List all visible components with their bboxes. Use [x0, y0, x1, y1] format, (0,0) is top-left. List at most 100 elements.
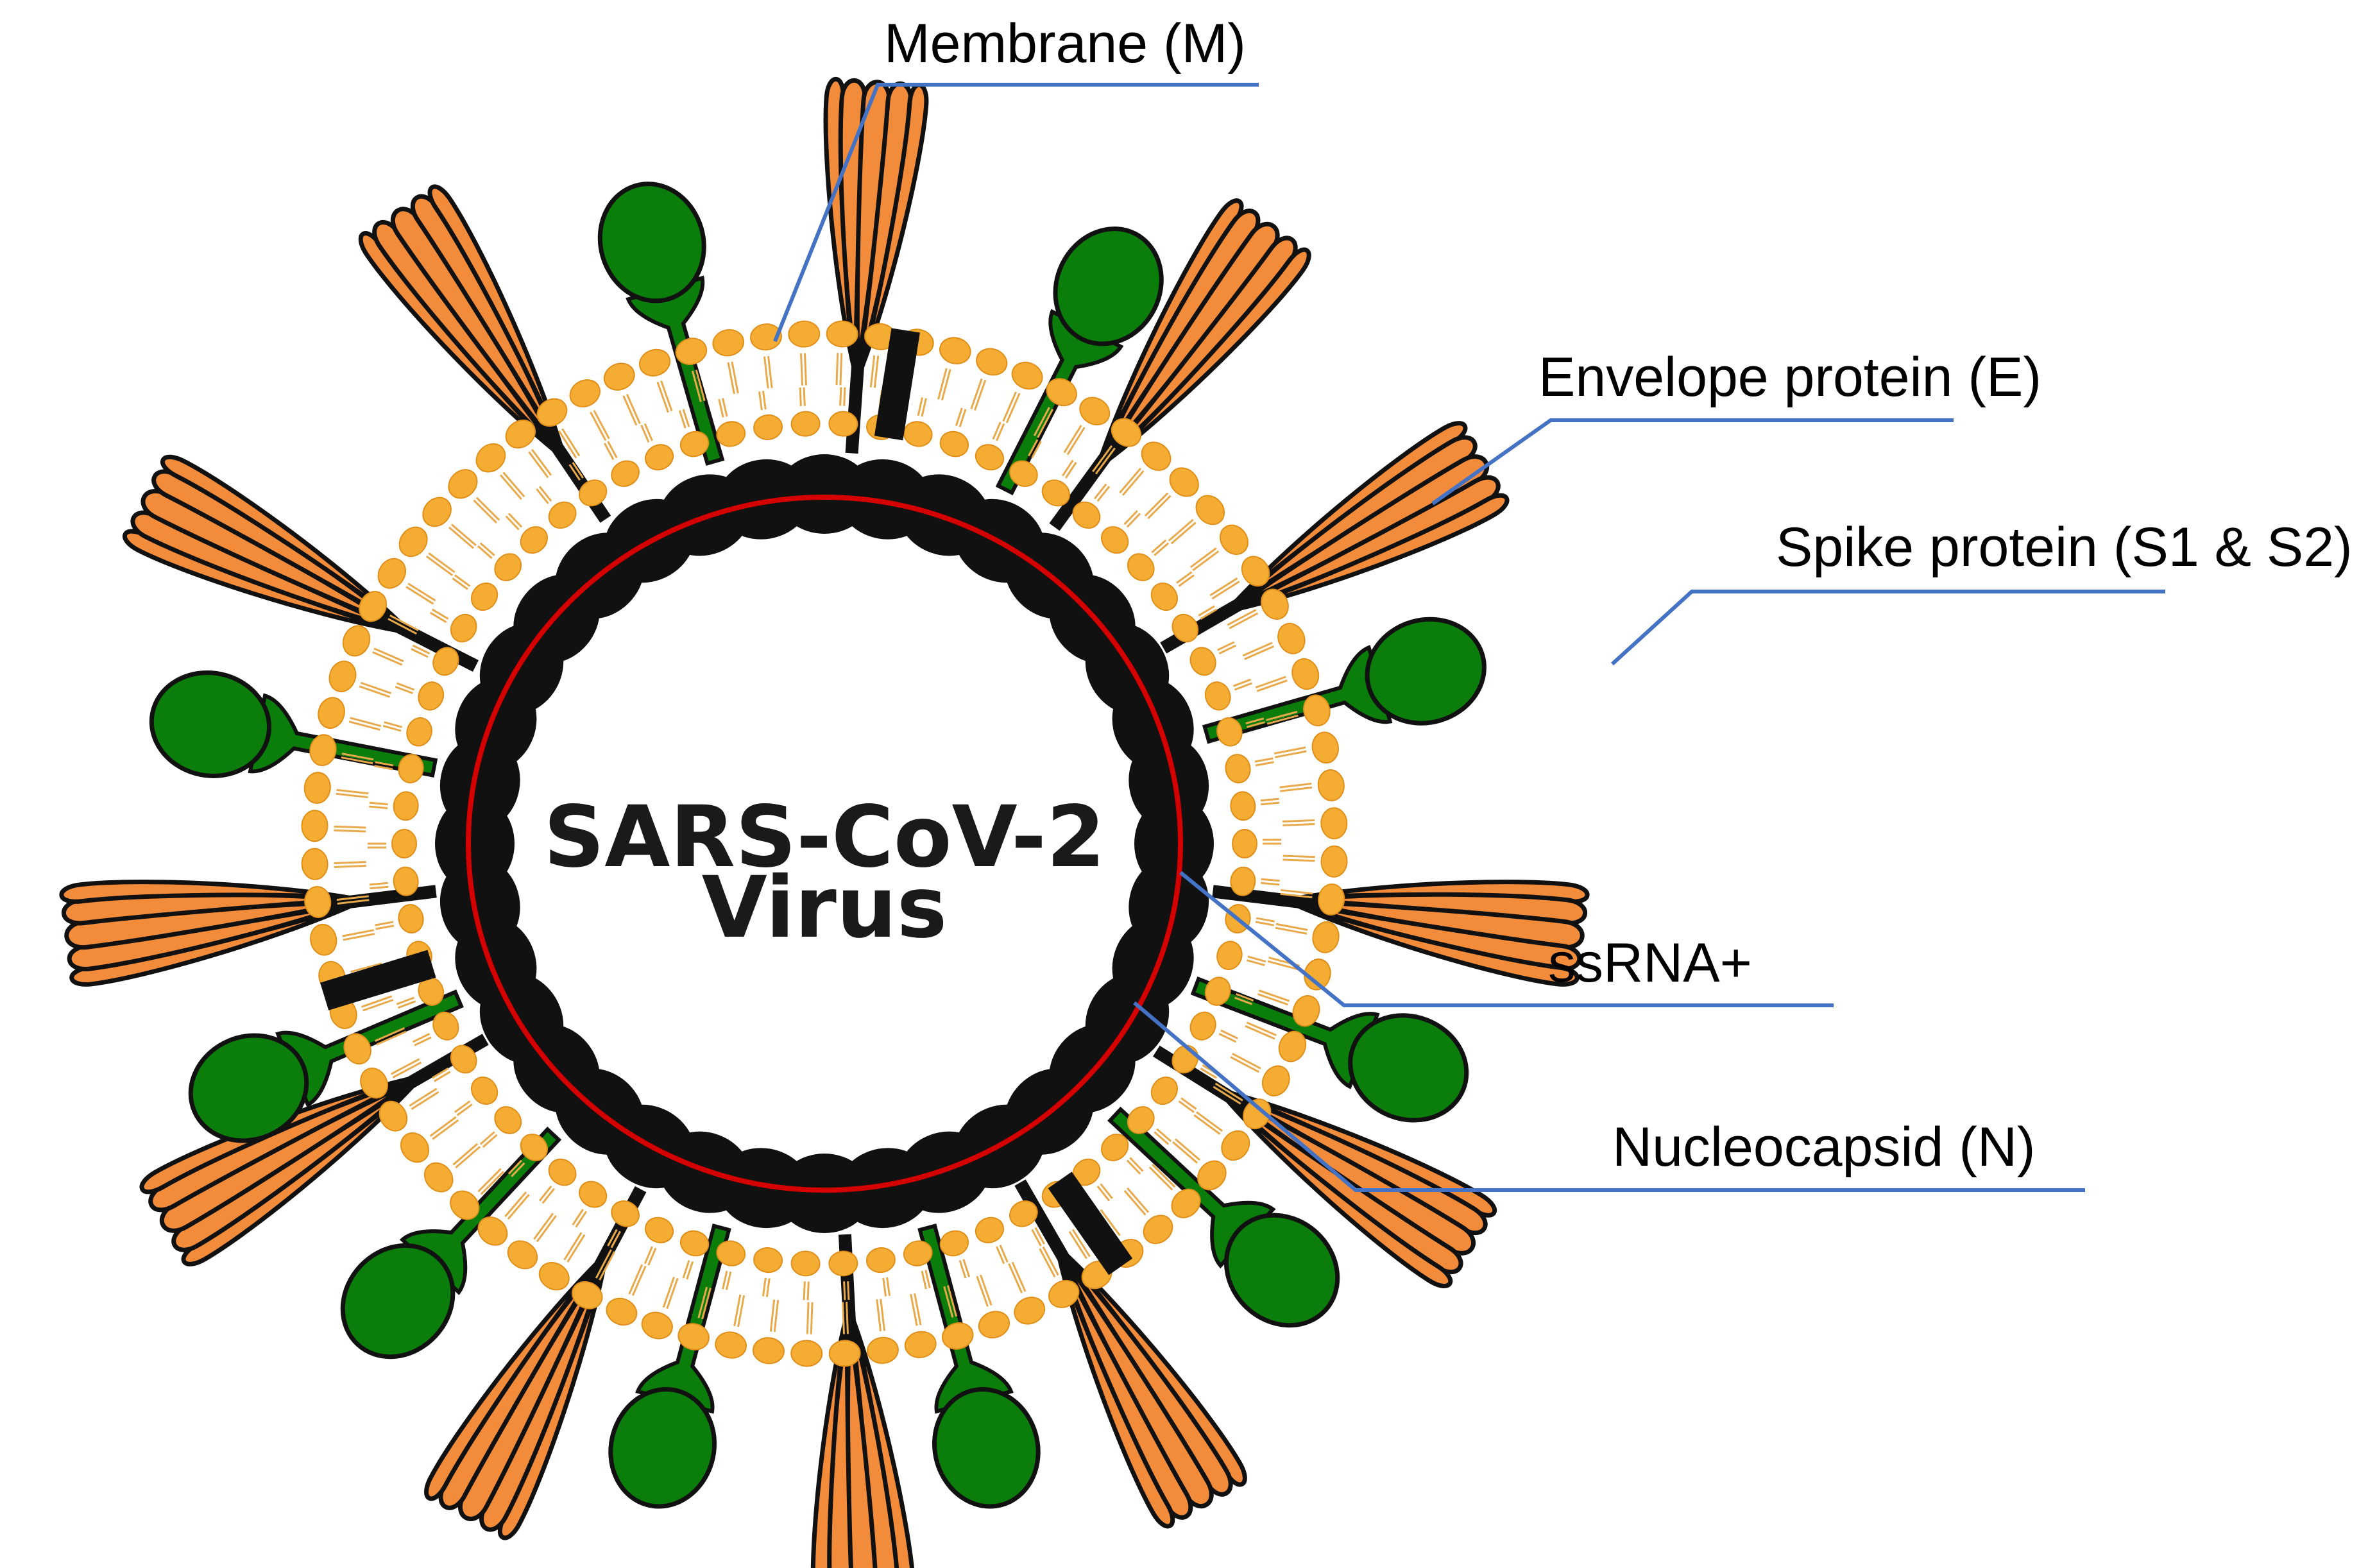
surface-proteins — [59, 76, 1590, 1568]
lipid-tail — [843, 387, 846, 406]
lipid-tail — [976, 1275, 989, 1307]
lipid-head — [572, 1281, 603, 1309]
lipid-tail — [882, 1277, 887, 1297]
lipid-tail — [536, 1215, 557, 1243]
lipid-tail — [643, 1246, 653, 1265]
lipid-tail — [428, 552, 456, 574]
spike-protein-icon — [59, 880, 437, 987]
lipid-tail — [733, 1294, 742, 1327]
lipid-head — [1311, 731, 1339, 764]
lipid-tail — [452, 1143, 479, 1166]
lipid-head — [826, 320, 858, 348]
lipid-head — [398, 904, 424, 933]
lipid-tail — [456, 1104, 473, 1116]
lipid-head — [1169, 467, 1199, 497]
lipid-tail — [682, 1260, 690, 1279]
lipid-tail — [389, 614, 419, 631]
lipid-tail — [1189, 547, 1217, 568]
lipid-tail — [568, 464, 581, 481]
lipid-tail — [1172, 1141, 1198, 1164]
lipid-tail — [533, 1213, 554, 1240]
lipid-head — [1225, 754, 1251, 783]
lipid-tail — [1258, 989, 1290, 1002]
lipid-head — [976, 348, 1008, 376]
lipid-head — [301, 810, 328, 842]
lipid-head — [978, 1311, 1010, 1339]
lipid-head — [303, 772, 331, 804]
lipid-head — [1150, 582, 1178, 611]
lipid-head — [471, 582, 498, 611]
envelope-head — [149, 670, 272, 778]
lipid-tail — [1156, 1128, 1172, 1143]
lipid-tail — [350, 962, 382, 973]
lipid-tail — [1282, 822, 1315, 826]
lipid-head — [422, 497, 452, 527]
lipid-tail — [1246, 959, 1265, 966]
lipid-tail — [1245, 1025, 1275, 1040]
lipid-head — [406, 717, 432, 747]
envelope-head — [597, 182, 706, 303]
lipid-tail — [373, 647, 404, 663]
lipid-tail — [563, 1232, 583, 1261]
lipid-tail — [686, 1261, 694, 1280]
envelope-protein-icon — [608, 1223, 731, 1509]
ssrna-circle — [466, 495, 1183, 1193]
lipid-tail — [1092, 445, 1113, 472]
lipid-tail — [1214, 1082, 1243, 1102]
lipid-tail — [482, 1134, 498, 1148]
lipid-head — [1204, 681, 1231, 711]
envelope-protein-icon — [1202, 617, 1487, 744]
lipid-tail — [1096, 1186, 1111, 1202]
lipid-tail — [432, 1068, 449, 1079]
lipid-head — [1189, 1011, 1216, 1041]
lipid-tail — [558, 430, 577, 459]
lipid-head — [903, 421, 933, 447]
envelope-protein-icon — [1190, 976, 1469, 1123]
lipid-tail — [869, 355, 876, 388]
lipid-head — [1242, 1098, 1272, 1130]
lipid-tail — [337, 899, 370, 905]
lipid-tail — [762, 1277, 767, 1297]
lipid-head — [318, 697, 345, 729]
lipid-tail — [1119, 468, 1142, 493]
lipid-tail — [531, 448, 552, 476]
lipid-tail — [1042, 1246, 1059, 1276]
lipid-head — [448, 469, 478, 499]
lipid-tail — [1034, 1227, 1045, 1245]
lipid-tail — [572, 1209, 584, 1226]
membrane-protein-icon — [320, 950, 436, 1010]
spike-protein-icon — [358, 184, 611, 523]
lipid-tail — [695, 370, 706, 402]
lipid-head — [1232, 829, 1257, 858]
lipid-head — [1216, 941, 1243, 971]
lipid-tail — [763, 356, 769, 389]
lipid-head — [400, 1132, 430, 1163]
lipid-tail — [958, 409, 967, 427]
lipid-tail — [1008, 1263, 1023, 1294]
lipid-head — [1127, 553, 1155, 581]
lipid-tail — [334, 825, 366, 829]
lipid-tail — [622, 395, 638, 426]
lipid-tail — [1178, 1100, 1195, 1113]
lipid-tail — [502, 472, 525, 498]
lipid-tail — [425, 555, 453, 576]
lipid-head — [753, 1247, 783, 1274]
membrane-protein-icon — [1048, 1172, 1133, 1275]
lipid-tail — [1028, 439, 1039, 457]
envelope-stem — [917, 1223, 1014, 1414]
lipid-tail — [1245, 717, 1265, 724]
lipid-head — [536, 398, 568, 427]
lipid-tail — [941, 369, 951, 401]
lipid-tail — [626, 393, 641, 424]
lipid-tail — [342, 929, 375, 937]
lipid-tail — [1178, 574, 1195, 587]
lipid-head — [1141, 441, 1171, 471]
lipid-tail — [1234, 682, 1253, 691]
lipid-tail — [1282, 858, 1315, 862]
envelope-head — [188, 1033, 309, 1143]
membrane-protein-icon — [874, 328, 920, 441]
lipid-tail — [737, 1295, 745, 1327]
lipid-tail — [1175, 1138, 1200, 1161]
lipid-tail — [507, 1159, 523, 1175]
lipid-tail — [362, 999, 394, 1012]
